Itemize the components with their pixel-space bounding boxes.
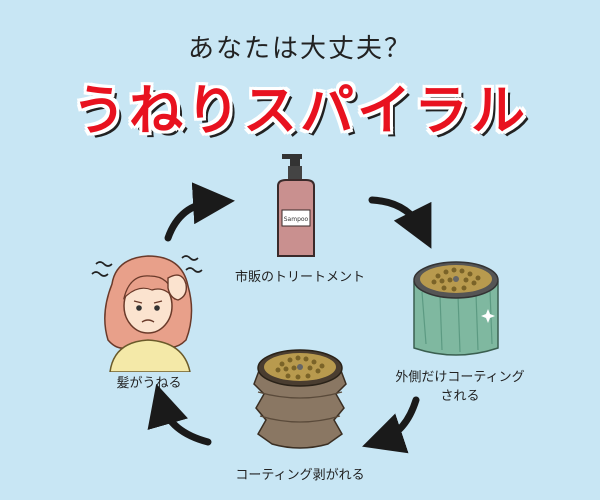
arrow-frizz-to-treatment [164, 182, 235, 242]
coated-hair-illustration [408, 252, 504, 360]
step-label-treatment: 市販のトリートメント [234, 270, 365, 285]
step-label-coating-line2: される [440, 389, 480, 404]
arrow-coating-to-peeling [362, 396, 420, 454]
frizzy-hair-woman-illustration [86, 244, 216, 372]
header-title: うねりスパイラル [72, 79, 528, 142]
arrow-treatment-to-coating [368, 196, 432, 249]
bottle-label-text: Sampoo [284, 216, 309, 223]
step-label-coating-line1: 外側だけコーティング [395, 370, 525, 385]
step-label-peeling: コーティング剥がれる [235, 468, 365, 483]
header-question: あなたは大丈夫？ [187, 34, 412, 64]
shampoo-bottle-illustration: Sampoo [268, 152, 332, 262]
arrow-peeling-to-frizz [147, 383, 212, 446]
step-label-coating: 外側だけコーティング される [390, 366, 530, 404]
damaged-hair-illustration [250, 340, 350, 452]
